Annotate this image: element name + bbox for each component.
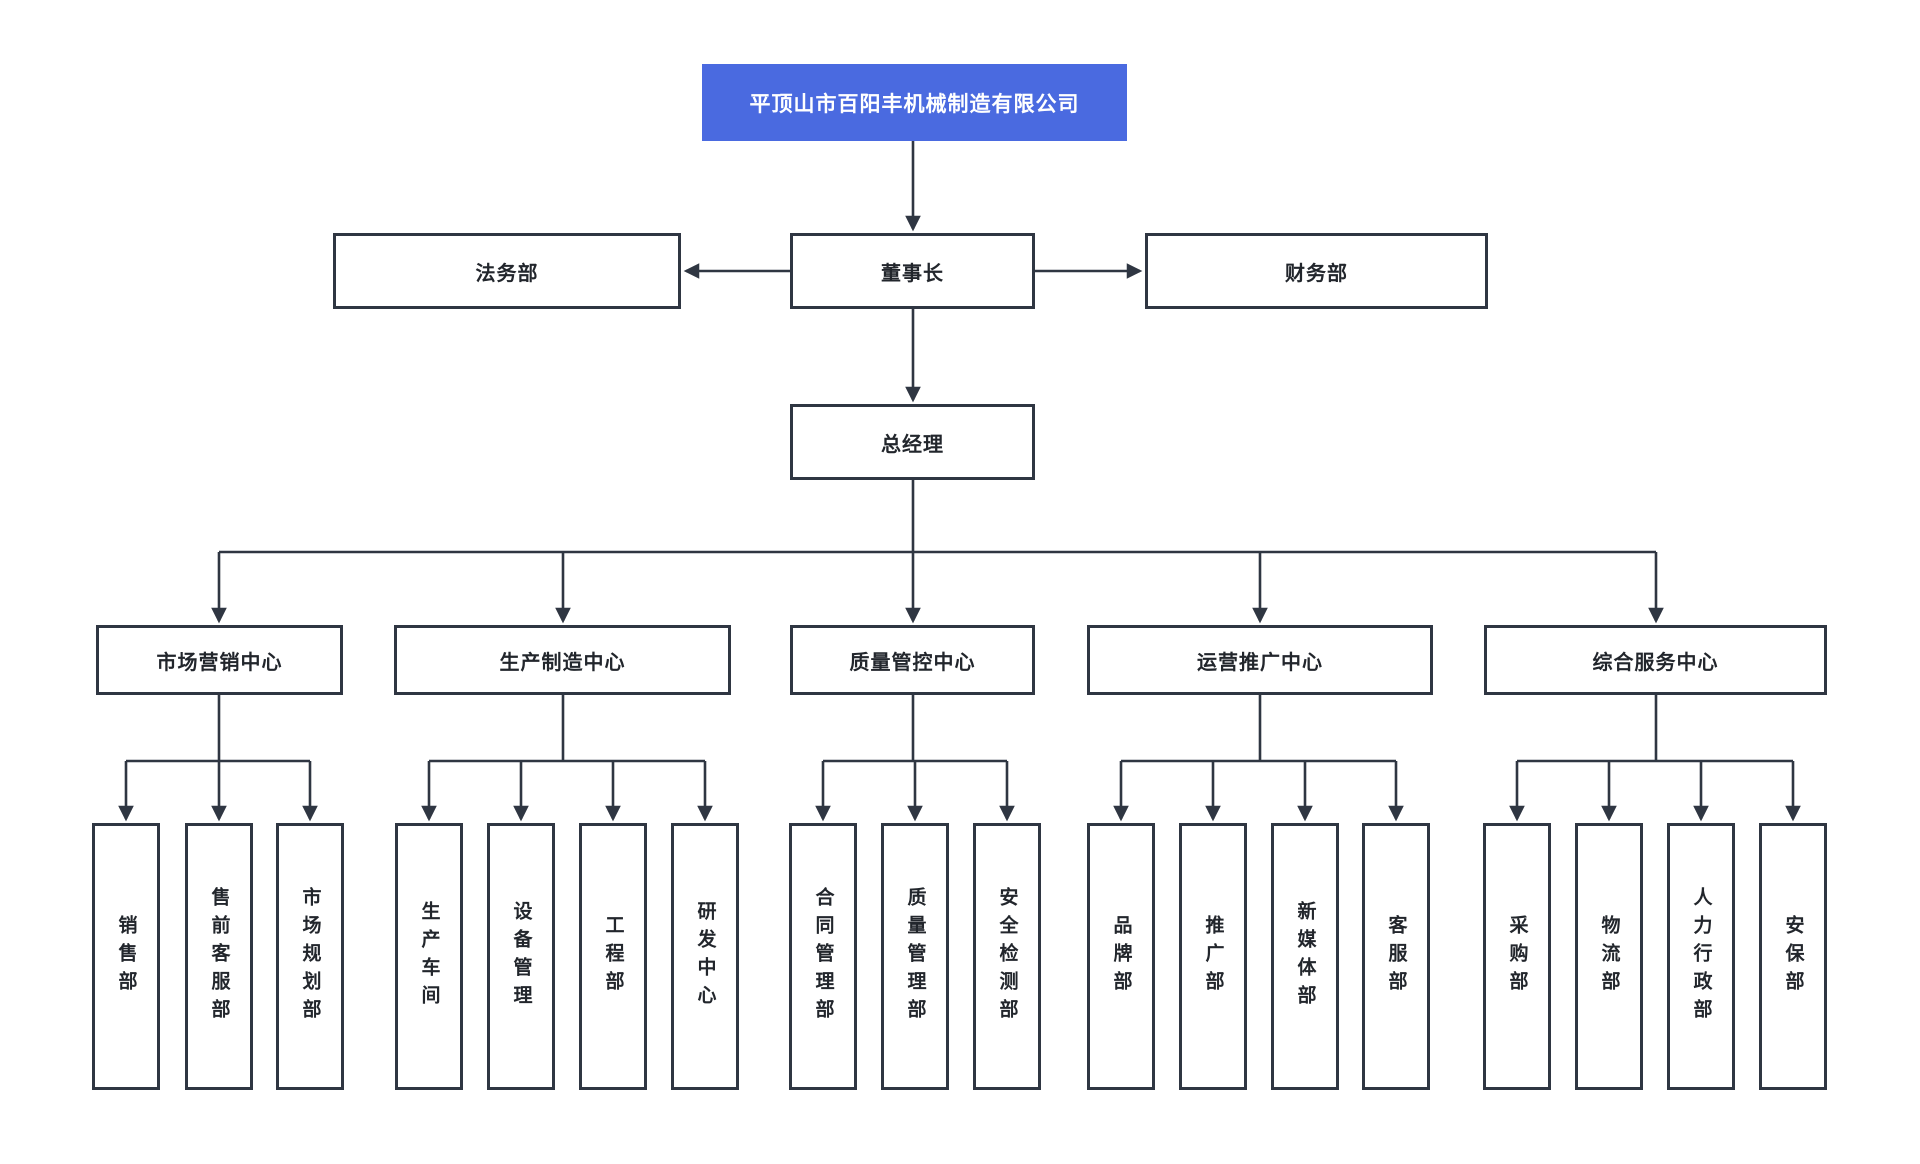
node-label: 合同管理部 (812, 886, 834, 1027)
node-label: 法务部 (475, 262, 539, 285)
node-label: 销售部 (115, 914, 137, 999)
node-label: 市场营销中心 (156, 651, 283, 674)
node-label: 工程部 (602, 914, 624, 999)
node-dept-sales: 销售部 (92, 823, 160, 1090)
node-dept-presales-service: 售前客服部 (185, 823, 253, 1090)
node-dept-contract-mgmt: 合同管理部 (789, 823, 857, 1090)
node-label: 设备管理 (510, 900, 532, 1013)
node-dept-new-media: 新媒体部 (1271, 823, 1339, 1090)
node-dept-engineering: 工程部 (579, 823, 647, 1090)
node-label: 生产车间 (418, 900, 440, 1013)
node-label: 平顶山市百阳丰机械制造有限公司 (749, 92, 1080, 116)
node-dept-logistics: 物流部 (1575, 823, 1643, 1090)
node-label: 客服部 (1385, 914, 1407, 999)
node-label: 质量管理部 (904, 886, 926, 1027)
node-dept-production-workshop: 生产车间 (395, 823, 463, 1090)
node-label: 安保部 (1782, 914, 1804, 999)
node-chairman: 董事长 (790, 233, 1035, 309)
node-label: 质量管控中心 (849, 651, 976, 674)
node-label: 总经理 (881, 433, 944, 456)
node-dept-brand: 品牌部 (1087, 823, 1155, 1090)
node-label: 新媒体部 (1294, 900, 1316, 1013)
node-label: 财务部 (1285, 262, 1348, 285)
node-dept-procurement: 采购部 (1483, 823, 1551, 1090)
node-center-operations: 运营推广中心 (1087, 625, 1433, 695)
node-label: 物流部 (1598, 914, 1620, 999)
node-label: 运营推广中心 (1197, 651, 1323, 674)
node-center-marketing: 市场营销中心 (96, 625, 343, 695)
node-dept-rnd-center: 研发中心 (671, 823, 739, 1090)
node-center-production: 生产制造中心 (394, 625, 731, 695)
node-label: 推广部 (1202, 914, 1224, 999)
node-dept-promotion: 推广部 (1179, 823, 1247, 1090)
node-label: 人力行政部 (1690, 886, 1712, 1027)
node-label: 生产制造中心 (499, 651, 626, 674)
node-dept-security: 安保部 (1759, 823, 1827, 1090)
node-center-quality: 质量管控中心 (790, 625, 1035, 695)
node-label: 综合服务中心 (1592, 651, 1719, 674)
node-dept-hr-admin: 人力行政部 (1667, 823, 1735, 1090)
node-company-root: 平顶山市百阳丰机械制造有限公司 (702, 64, 1127, 141)
node-center-services: 综合服务中心 (1484, 625, 1827, 695)
node-label: 采购部 (1506, 914, 1528, 999)
node-finance-dept: 财务部 (1145, 233, 1488, 309)
node-dept-equipment-mgmt: 设备管理 (487, 823, 555, 1090)
node-label: 董事长 (881, 262, 944, 285)
node-dept-safety-testing: 安全检测部 (973, 823, 1041, 1090)
node-label: 售前客服部 (208, 886, 230, 1027)
node-label: 品牌部 (1110, 914, 1132, 999)
node-label: 市场规划部 (299, 886, 321, 1027)
node-general-manager: 总经理 (790, 404, 1035, 480)
node-dept-customer-service: 客服部 (1362, 823, 1430, 1090)
node-dept-quality-mgmt: 质量管理部 (881, 823, 949, 1090)
node-label: 研发中心 (694, 900, 716, 1013)
node-legal-dept: 法务部 (333, 233, 681, 309)
node-label: 安全检测部 (996, 886, 1018, 1027)
node-dept-market-planning: 市场规划部 (276, 823, 344, 1090)
